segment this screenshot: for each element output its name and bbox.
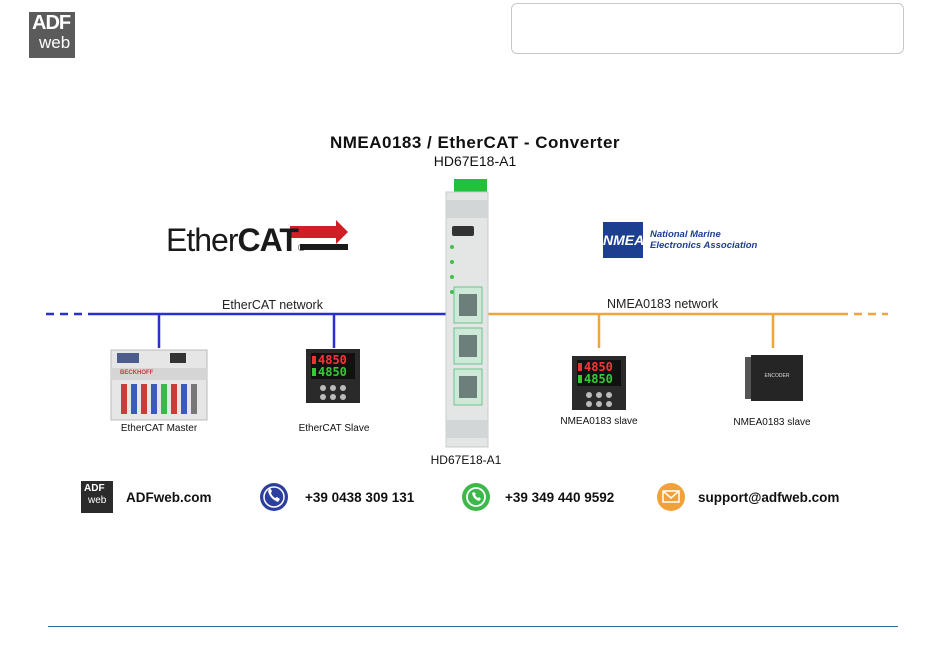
nmea-slave-label-2: NMEA0183 slave bbox=[733, 417, 811, 428]
ethercat-master-device[interactable] bbox=[110, 349, 208, 421]
whatsapp-icon bbox=[462, 483, 490, 511]
ethercat-arrow-icon bbox=[290, 220, 348, 250]
nmea-slave-lcd-bottom: 4850 bbox=[584, 372, 613, 386]
nmea-logo-badge: NMEA bbox=[603, 222, 644, 258]
ethercat-slave-device[interactable] bbox=[306, 349, 360, 403]
website-logo-adf: ADF bbox=[84, 483, 105, 494]
website-link[interactable]: ADFweb.com bbox=[126, 490, 212, 505]
website-logo-icon bbox=[81, 481, 113, 513]
slave-lcd-bottom: 4850 bbox=[318, 365, 347, 379]
ethercat-network-line bbox=[46, 312, 446, 348]
nmea-slave-lcd-top: 4850 bbox=[584, 360, 613, 374]
encoder-device[interactable] bbox=[745, 355, 803, 401]
logo-adf-text: ADF bbox=[32, 12, 71, 34]
logo-web-text: web bbox=[39, 33, 71, 52]
converter-device-label: HD67E18-A1 bbox=[430, 453, 502, 467]
ethercat-master-label: EtherCAT Master bbox=[120, 423, 198, 434]
ethercat-network-label: EtherCAT network bbox=[222, 298, 323, 312]
website-logo-web: web bbox=[88, 495, 107, 506]
nmea-network-label: NMEA0183 network bbox=[607, 297, 719, 311]
nmea-slave-device-1[interactable] bbox=[572, 356, 626, 410]
nmea-logo-line1: National Marine bbox=[650, 229, 721, 240]
email-link[interactable]: support@adfweb.com bbox=[698, 490, 840, 505]
footer-divider bbox=[48, 626, 898, 627]
header-box[interactable] bbox=[511, 3, 904, 54]
phone-icon bbox=[260, 483, 288, 511]
adfweb-logo[interactable]: ADF web bbox=[29, 12, 75, 58]
encoder-label: ENCODER bbox=[764, 373, 790, 379]
nmea-logo-line2: Electronics Association bbox=[650, 240, 758, 251]
ethercat-logo-mark: ® bbox=[297, 243, 305, 254]
ethercat-slave-label: EtherCAT Slave bbox=[298, 423, 370, 434]
ethercat-logo-ether: Ether bbox=[166, 222, 238, 258]
master-brand-label: BECKHOFF bbox=[120, 370, 154, 376]
phone-number[interactable]: +39 0438 309 131 bbox=[305, 490, 415, 505]
nmea-network-line bbox=[488, 312, 888, 348]
diagram-subtitle: HD67E18-A1 bbox=[433, 153, 517, 169]
nmea-slave-label-1: NMEA0183 slave bbox=[560, 416, 638, 427]
whatsapp-number[interactable]: +39 349 440 9592 bbox=[505, 490, 615, 505]
email-icon bbox=[657, 483, 685, 511]
ethercat-logo: EtherCAT® bbox=[166, 222, 305, 266]
converter-device[interactable] bbox=[445, 179, 489, 448]
diagram-title: NMEA0183 / EtherCAT - Converter bbox=[329, 133, 621, 152]
ethercat-logo-cat: CAT bbox=[237, 222, 298, 258]
slave-lcd-top: 4850 bbox=[318, 353, 347, 367]
nmea-logo-text: National Marine Electronics Association bbox=[650, 229, 757, 251]
